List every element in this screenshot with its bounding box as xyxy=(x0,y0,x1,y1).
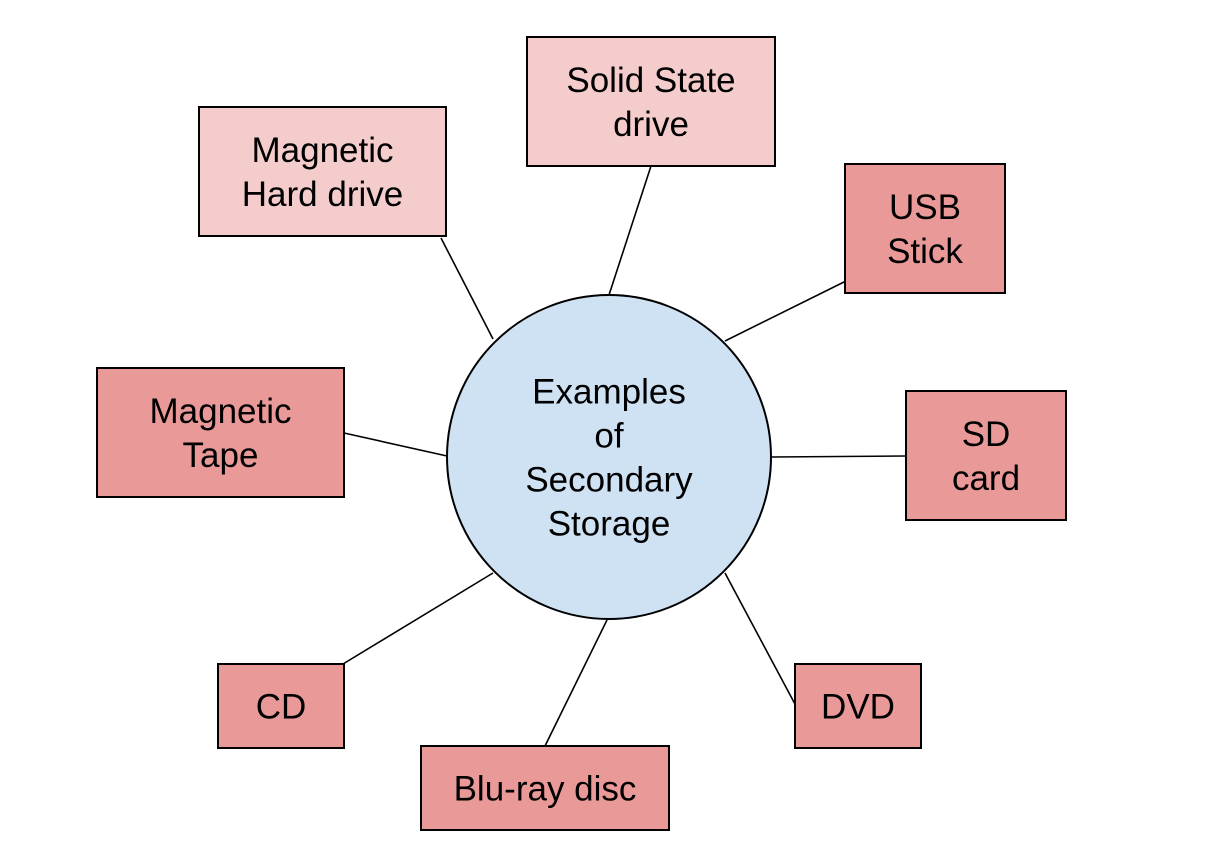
edge-sd-card xyxy=(771,455,907,458)
node-label-blu-ray-disc-line: Blu-ray disc xyxy=(454,769,637,808)
center-label-line: Secondary xyxy=(525,460,693,499)
node-box-dvd xyxy=(794,663,922,749)
node-box-blu-ray-disc xyxy=(420,745,670,831)
node-usb-stick: USB Stick xyxy=(844,163,1006,294)
center-label-line: of xyxy=(594,416,623,455)
edge-magnetic-tape xyxy=(343,432,448,457)
node-box-solid-state-drive xyxy=(526,36,776,167)
node-label-sd-card: SD card xyxy=(952,415,1020,498)
node-dvd: DVD xyxy=(794,663,922,749)
connector-lines xyxy=(342,165,907,747)
edge-solid-state-drive xyxy=(608,165,652,296)
node-label-magnetic-hard-drive-line: Hard drive xyxy=(242,175,403,214)
edge-cd xyxy=(342,572,494,665)
node-label-solid-state-drive: Solid State drive xyxy=(566,61,735,144)
node-label-dvd: DVD xyxy=(821,687,895,726)
node-label-solid-state-drive-line: drive xyxy=(613,105,689,144)
node-label-usb-stick-line: Stick xyxy=(887,232,963,271)
node-box-magnetic-tape xyxy=(96,367,345,498)
center-label-line: Examples xyxy=(532,372,686,411)
node-label-solid-state-drive-line: Solid State xyxy=(566,61,735,100)
center-label-line: Storage xyxy=(548,504,671,543)
node-blu-ray-disc: Blu-ray disc xyxy=(420,745,670,831)
center-circle xyxy=(446,294,772,620)
node-label-blu-ray-disc: Blu-ray disc xyxy=(454,769,637,808)
node-label-sd-card-line: card xyxy=(952,459,1020,498)
node-label-cd: CD xyxy=(256,687,307,726)
edge-magnetic-hard-drive xyxy=(440,237,494,340)
node-label-usb-stick: USB Stick xyxy=(887,188,963,271)
edge-dvd xyxy=(724,572,797,707)
node-label-magnetic-tape-line: Magnetic xyxy=(149,392,291,431)
edge-usb-stick xyxy=(724,280,847,342)
edge-blu-ray-disc xyxy=(544,619,608,747)
node-label-cd-line: CD xyxy=(256,687,307,726)
node-box-cd xyxy=(217,663,345,749)
node-label-magnetic-hard-drive-line: Magnetic xyxy=(251,131,393,170)
node-solid-state-drive: Solid State drive xyxy=(526,36,776,167)
node-label-dvd-line: DVD xyxy=(821,687,895,726)
node-box-magnetic-hard-drive xyxy=(198,106,447,237)
node-box-usb-stick xyxy=(844,163,1006,294)
node-sd-card: SD card xyxy=(905,390,1067,521)
node-label-usb-stick-line: USB xyxy=(889,188,961,227)
node-label-sd-card-line: SD xyxy=(962,415,1011,454)
node-cd: CD xyxy=(217,663,345,749)
node-label-magnetic-tape-line: Tape xyxy=(183,436,259,475)
node-box-sd-card xyxy=(905,390,1067,521)
